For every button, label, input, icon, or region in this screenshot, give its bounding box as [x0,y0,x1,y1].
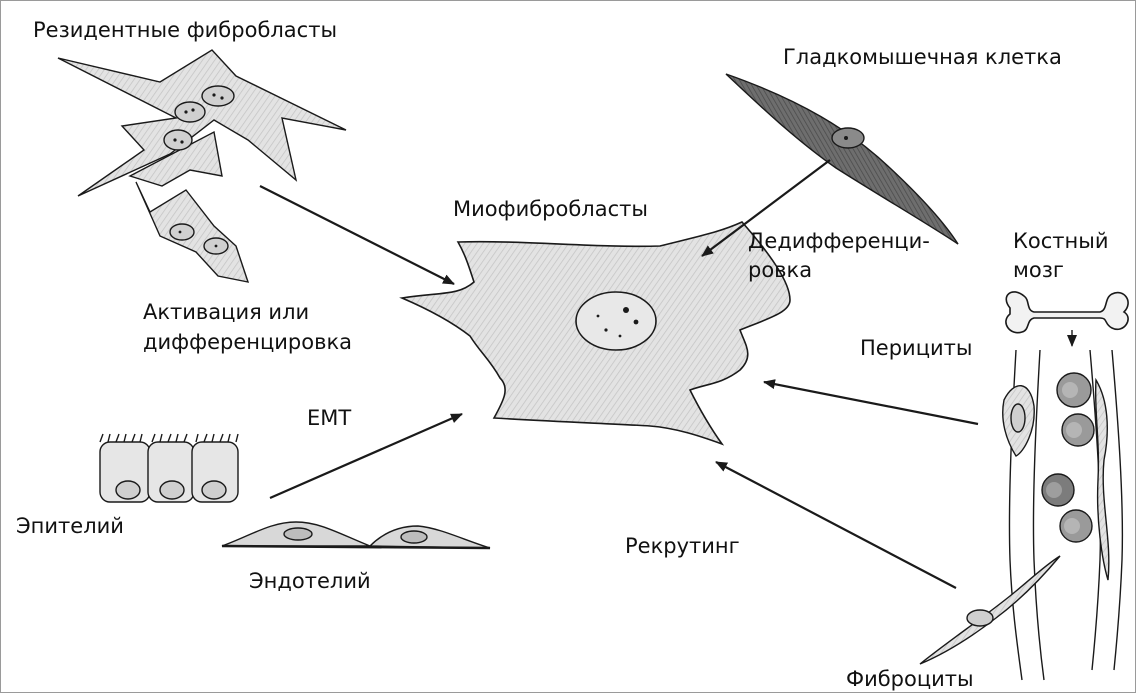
endothelium-illustration [222,522,490,548]
label-dedifferentiation-line2: ровка [748,257,812,283]
label-smooth-muscle-cell: Гладкомышечная клетка [783,44,1062,70]
myofibroblast-illustration [402,222,790,444]
label-emt: EMT [307,405,351,431]
label-epithelium: Эпителий [16,513,124,539]
label-pericytes: Перициты [860,335,972,361]
label-bone-marrow-line2: мозг [1013,257,1064,283]
pericyte-vessel-illustration [1003,350,1123,680]
label-activation-line2: дифференцировка [143,329,352,355]
label-myofibroblasts: Миофибробласты [453,196,648,222]
label-recruiting: Рекрутинг [625,533,740,559]
label-resident-fibroblasts: Резидентные фибробласты [33,17,337,43]
arrow-recruiting [716,462,956,588]
bone-icon [1006,292,1128,333]
smooth-muscle-cell-illustration [726,74,958,244]
arrow-pericyte-to-myofibroblast [764,382,978,424]
epithelium-illustration [100,434,238,502]
arrow-emt [270,414,462,498]
label-fibrocytes: Фиброциты [846,666,974,692]
fibrocyte-illustration [920,556,1060,664]
label-activation-line1: Активация или [143,299,309,325]
label-bone-marrow-line1: Костный [1013,228,1109,254]
label-endothelium: Эндотелий [249,568,371,594]
label-dedifferentiation-line1: Дедифференци- [748,228,930,254]
resident-fibroblasts-illustration [58,50,346,282]
arrow-fibroblast-to-myofibroblast [260,186,454,284]
